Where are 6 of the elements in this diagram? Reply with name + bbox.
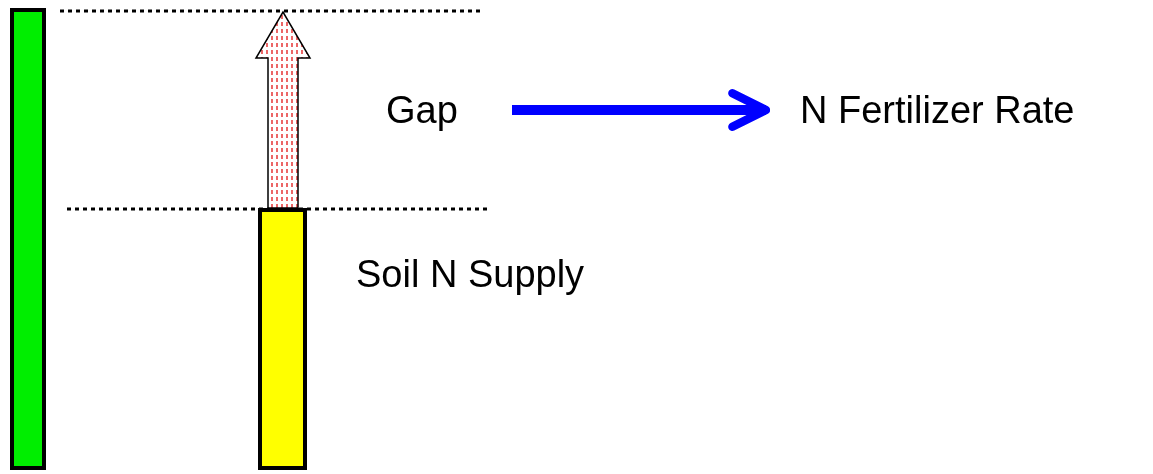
bar-label: Soil N Supply	[356, 252, 585, 296]
node-label: N Fertilizer Rate	[800, 88, 1076, 132]
node-label: Gap	[386, 88, 459, 132]
arrow	[512, 89, 771, 131]
bar	[10, 8, 46, 470]
bar	[258, 208, 307, 470]
